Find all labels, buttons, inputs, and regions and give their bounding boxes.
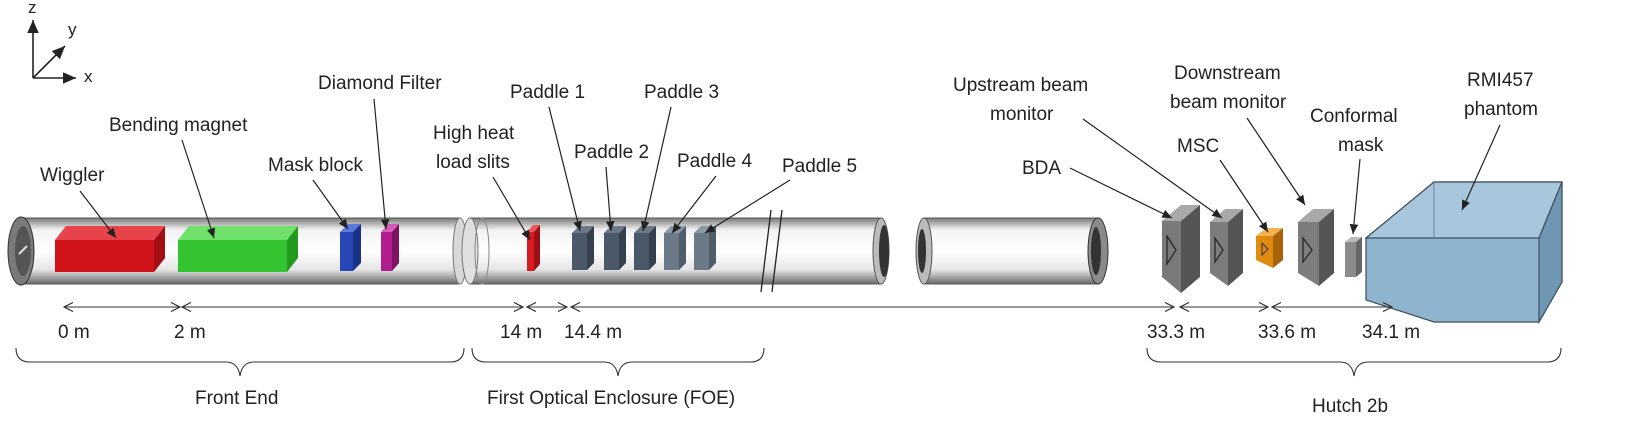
mask-block (340, 224, 361, 271)
distance-label: 33.3 m (1147, 322, 1205, 343)
distance-label: 0 m (58, 322, 90, 343)
label-wiggler: Wiggler (40, 165, 105, 186)
distance-labels: 0 m 2 m 14 m 14.4 m 33.3 m 33.6 m 34.1 m (58, 322, 1420, 343)
distance-label: 14 m (500, 322, 542, 343)
section-label-front-end: Front End (195, 388, 278, 409)
label-conformal-line-2: mask (1338, 135, 1384, 156)
msc-block (1256, 228, 1283, 268)
paddle-1 (572, 226, 594, 270)
wiggler-block (55, 226, 165, 272)
paddle-4 (664, 226, 686, 270)
beam-pipe-transfer (915, 217, 1109, 285)
section-label-foe: First Optical Enclosure (FOE) (487, 388, 735, 409)
label-phantom-line-1: RMI457 (1467, 70, 1534, 91)
phantom-cube (1364, 181, 1563, 325)
bda-block (1162, 205, 1200, 293)
leader-arrows (79, 98, 1501, 241)
label-phantom-line-2: phantom (1464, 99, 1538, 120)
distance-label: 2 m (174, 322, 206, 343)
label-mask-block: Mask block (268, 155, 364, 176)
bending-magnet-block (178, 226, 298, 272)
label-bda: BDA (1022, 158, 1061, 179)
distance-label: 34.1 m (1362, 322, 1420, 343)
label-bending-magnet: Bending magnet (109, 115, 248, 136)
label-paddle-1: Paddle 1 (510, 82, 585, 103)
coordinate-axes (27, 20, 76, 84)
label-diamond-filter: Diamond Filter (318, 73, 442, 94)
label-high-heat-line-1: High heat (433, 123, 515, 144)
label-downstream-line-2: beam monitor (1170, 92, 1287, 113)
label-msc: MSC (1177, 136, 1219, 157)
section-labels: Front End First Optical Enclosure (FOE) … (195, 388, 1388, 417)
conformal-mask-block (1345, 237, 1362, 277)
label-high-heat-line-2: load slits (436, 152, 510, 173)
label-downstream-line-1: Downstream (1174, 63, 1281, 84)
paddle-3 (634, 226, 656, 270)
distance-label: 33.6 m (1258, 322, 1316, 343)
paddle-2 (604, 226, 626, 270)
high-heat-load-slits (527, 225, 540, 271)
section-label-hutch-2b: Hutch 2b (1312, 396, 1388, 417)
label-paddle-3: Paddle 3 (644, 82, 719, 103)
callout-labels: Wiggler Bending magnet Mask block Diamon… (40, 63, 1538, 186)
label-upstream-line-2: monitor (990, 104, 1054, 125)
label-paddle-2: Paddle 2 (574, 142, 649, 163)
downstream-beam-monitor-block (1298, 209, 1334, 286)
label-upstream-line-1: Upstream beam (953, 75, 1088, 96)
label-paddle-4: Paddle 4 (677, 151, 752, 172)
label-conformal-line-1: Conformal (1310, 106, 1398, 127)
section-braces (15, 347, 1562, 377)
y-axis-label: y (68, 20, 77, 39)
z-axis-label: z (28, 0, 37, 17)
diamond-filter (381, 224, 399, 271)
distance-label: 14.4 m (564, 322, 622, 343)
label-paddle-5: Paddle 5 (782, 156, 857, 177)
x-axis-label: x (84, 67, 93, 86)
upstream-beam-monitor-block (1210, 209, 1243, 286)
